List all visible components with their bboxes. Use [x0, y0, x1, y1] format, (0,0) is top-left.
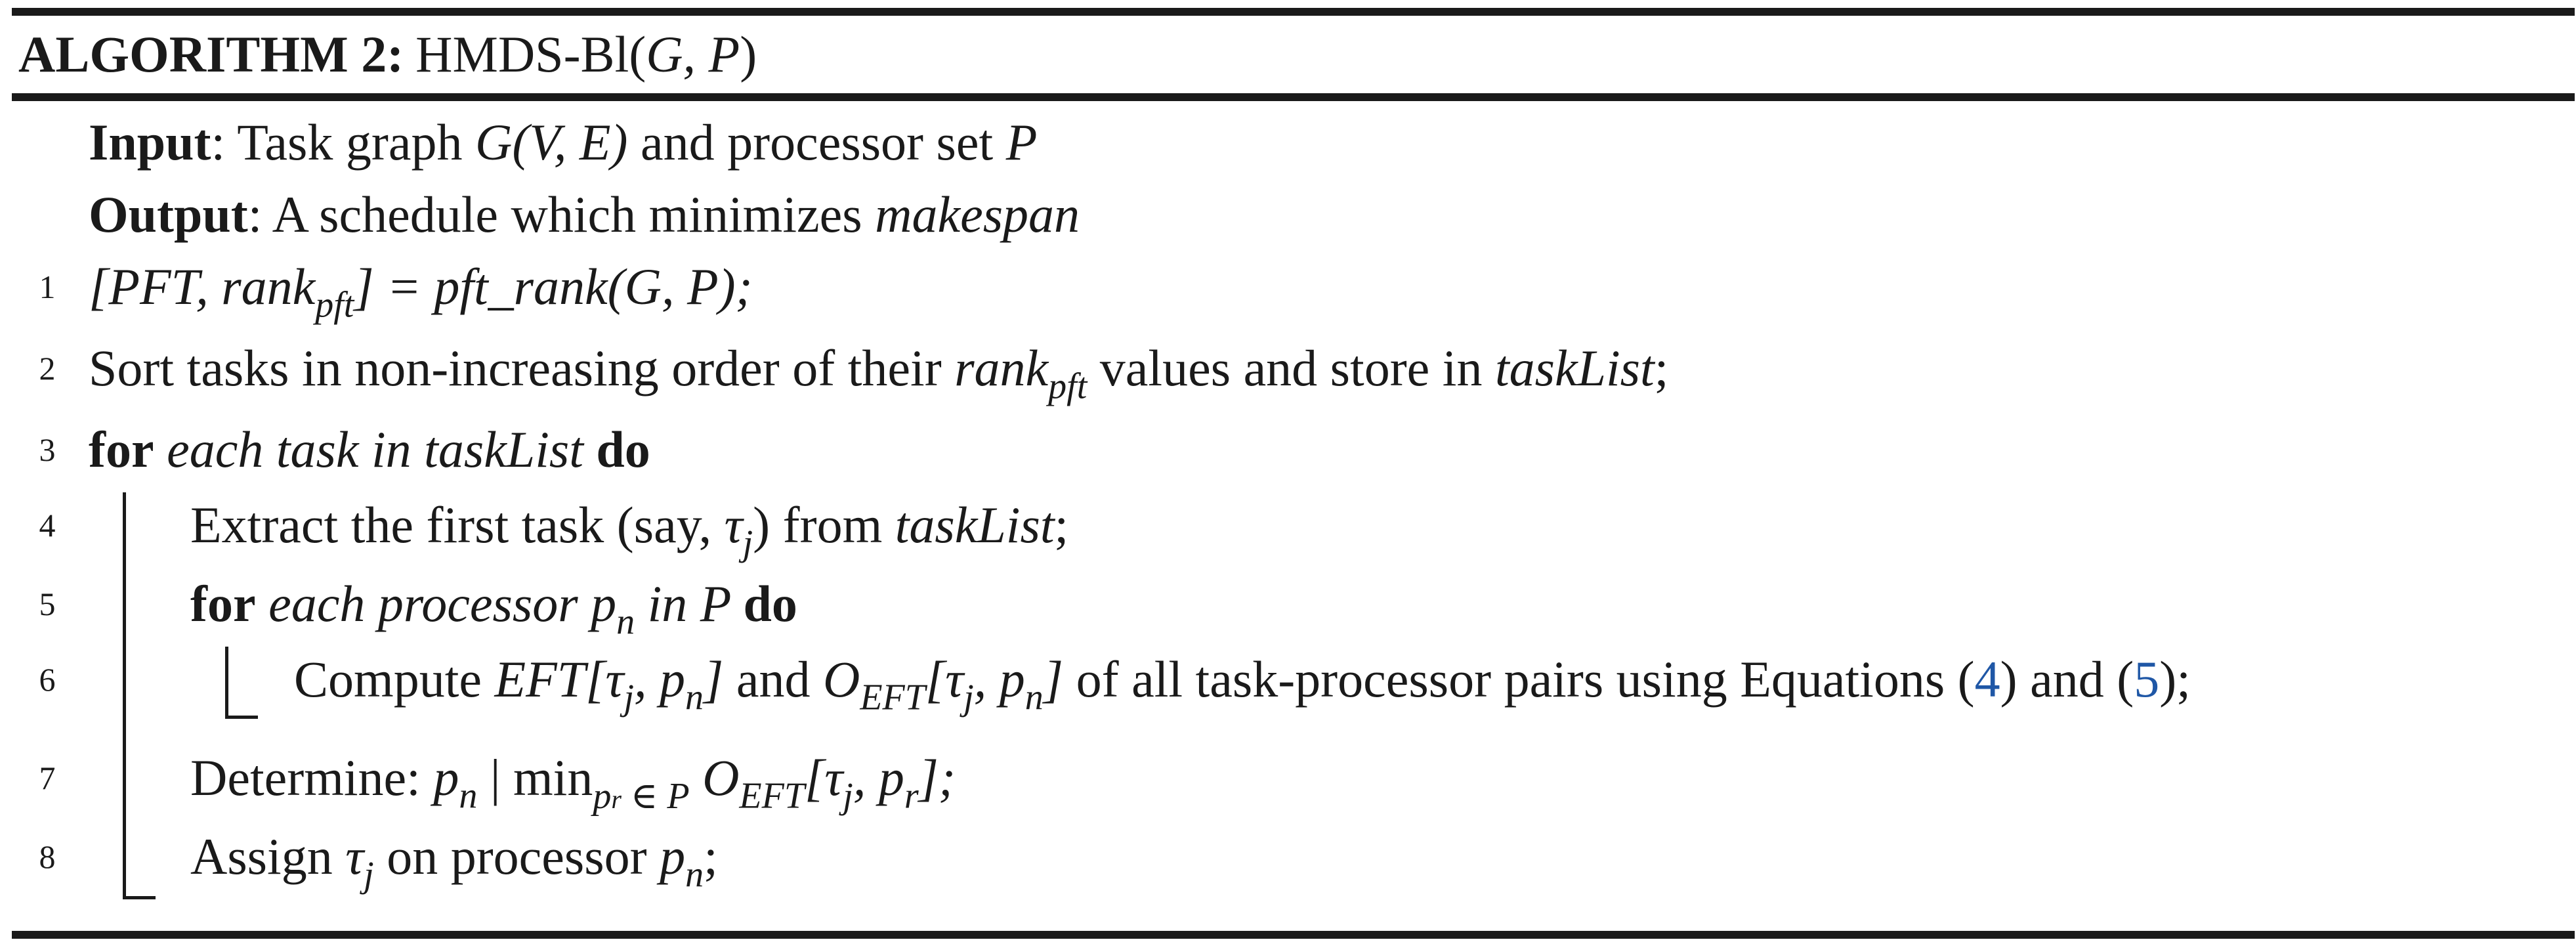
- algorithm-line-5: for each processor pn in P do: [190, 575, 797, 643]
- input-label: Input: [89, 114, 211, 171]
- algorithm-name: HMDS-Bl(G, P): [415, 26, 757, 83]
- equation-ref-link[interactable]: 5: [2134, 651, 2160, 708]
- output-line: Output: A schedule which minimizes makes…: [89, 186, 1080, 243]
- line-number: 3: [39, 431, 56, 468]
- input-line: Input: Task graph G(V, E) and processor …: [89, 114, 1038, 171]
- inner-loop-bar: [225, 647, 228, 719]
- bottom-rule: [12, 931, 2575, 939]
- algorithm-line-2: Sort tasks in non-increasing order of th…: [89, 339, 1669, 407]
- algorithm-line-8: Assign τj on processor pn;: [190, 828, 718, 895]
- line-number: 6: [39, 661, 56, 698]
- algorithm-line-7: Determine: pn | minpr ∈ P OEFT[τj, pr];: [190, 749, 956, 817]
- inner-loop-bar-end: [225, 716, 258, 719]
- output-label: Output: [89, 186, 248, 243]
- algorithm-line-6: Compute EFT[τj, pn] and OEFT[τj, pn] of …: [294, 651, 2191, 718]
- outer-loop-bar: [123, 492, 126, 899]
- top-rule: [12, 8, 2575, 16]
- line-number: 5: [39, 586, 56, 622]
- equation-ref-link[interactable]: 4: [1974, 651, 2000, 708]
- algorithm-line-4: Extract the first task (say, τj) from ta…: [190, 496, 1069, 564]
- line-number: 1: [39, 268, 56, 305]
- algorithm-tag: ALGORITHM 2:: [18, 26, 404, 83]
- outer-loop-bar-end: [123, 896, 156, 899]
- caption-rule: [12, 93, 2575, 101]
- line-number: 4: [39, 507, 56, 544]
- line-number: 7: [39, 760, 56, 796]
- algorithm-line-3: for each task in taskList do: [89, 421, 650, 478]
- algorithm-caption: ALGORITHM 2:HMDS-Bl(G, P): [18, 18, 757, 91]
- algorithm-line-1: [PFT, rankpft] = pft_rank(G, P);: [89, 258, 753, 326]
- line-number: 8: [39, 838, 56, 875]
- line-number: 2: [39, 350, 56, 387]
